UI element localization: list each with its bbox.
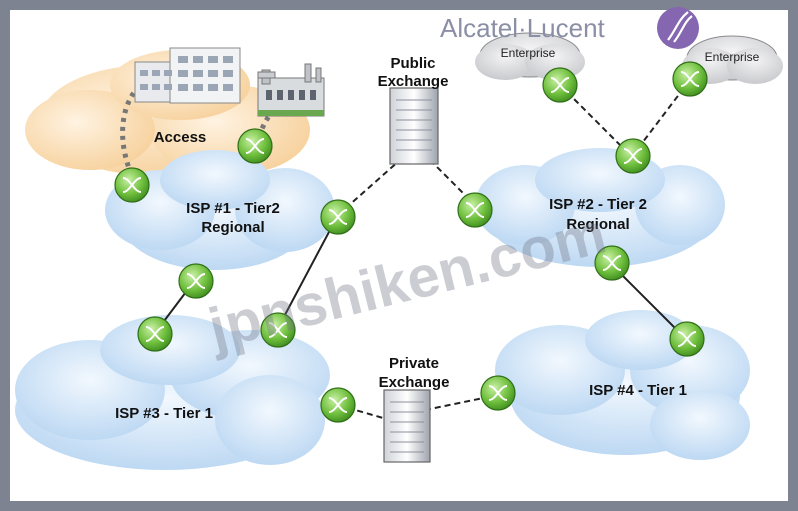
private-exchange-label-line1: Private [389, 355, 439, 372]
router-icon [672, 61, 708, 97]
private-exchange-tower [383, 389, 431, 463]
router-icon [260, 312, 296, 348]
factory-icon [257, 63, 325, 117]
router-icon [114, 167, 150, 203]
isp1-label-line1: ISP #1 - Tier2 [186, 200, 280, 217]
isp2-label-line2: Regional [566, 216, 629, 233]
public-exchange-tower [389, 87, 439, 165]
isp2-cloud [475, 148, 725, 267]
router-icon [178, 263, 214, 299]
link-isp3-private [337, 404, 391, 421]
isp3-cloud [15, 315, 330, 470]
enterprise-left-label: Enterprise [501, 46, 556, 60]
enterprise-cloud-left [475, 32, 585, 80]
router-icon [137, 316, 173, 352]
router-icon [237, 128, 273, 164]
link-enterprise-left [559, 84, 631, 156]
private-exchange-label-line2: Exchange [379, 374, 450, 391]
router-icon [615, 138, 651, 174]
office-building-icon [134, 47, 241, 104]
alcatel-lucent-logo-icon [657, 7, 699, 49]
router-icon [542, 67, 578, 103]
brand-wordmark: Alcatel·Lucent [440, 13, 606, 43]
access-label: Access [154, 129, 207, 146]
enterprise-cloud-right [682, 35, 783, 84]
isp2-label-line1: ISP #2 - Tier 2 [549, 196, 647, 213]
router-icon [480, 375, 516, 411]
public-exchange-label-line2: Exchange [378, 73, 449, 90]
router-icon [320, 387, 356, 423]
access-link-left [120, 69, 161, 185]
routers [114, 61, 708, 423]
router-icon [457, 192, 493, 228]
isp3-label: ISP #3 - Tier 1 [115, 405, 213, 422]
public-exchange-label-line1: Public [390, 55, 435, 72]
isp4-label: ISP #4 - Tier 1 [589, 382, 687, 399]
isp1-label-line2: Regional [201, 219, 264, 236]
isp4-cloud [495, 310, 750, 460]
router-icon [669, 321, 705, 357]
router-icon [594, 245, 630, 281]
enterprise-right-label: Enterprise [705, 50, 760, 64]
router-icon [320, 199, 356, 235]
link-isp2-isp4 [611, 264, 686, 339]
link-isp1-isp3b [277, 214, 339, 329]
